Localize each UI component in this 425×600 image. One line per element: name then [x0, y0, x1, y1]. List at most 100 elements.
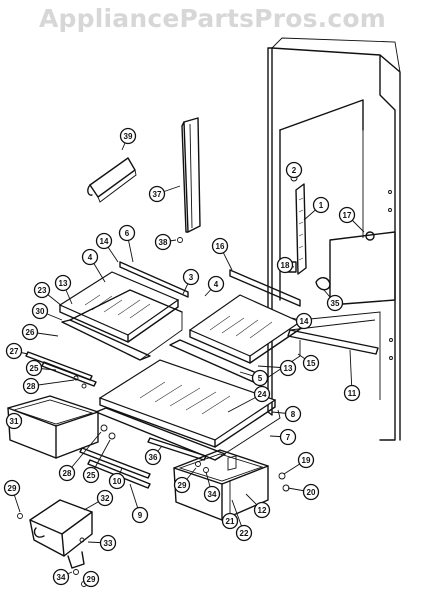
- callout-number: 15: [307, 359, 316, 368]
- callout-number: 2: [292, 166, 297, 175]
- callout-number: 25: [87, 471, 96, 480]
- callout-circle: [99, 534, 117, 552]
- callout-number: 34: [57, 573, 66, 582]
- callout-bubble-1: 1: [312, 196, 330, 214]
- callout-bubble-7: 7: [279, 428, 297, 446]
- callout-circle: [54, 274, 72, 292]
- callout-bubble-30: 30: [31, 302, 49, 320]
- callout-bubble-25: 25: [25, 359, 43, 377]
- callout-bubble-6: 6: [118, 224, 136, 242]
- crisper-cover-39: [87, 157, 137, 203]
- callout-number: 28: [63, 469, 72, 478]
- upper-left-shelf: [58, 261, 189, 361]
- callout-bubble-34: 34: [203, 485, 221, 503]
- callout-number: 10: [113, 477, 122, 486]
- callout-bubble-13: 13: [54, 274, 72, 292]
- callout-number: 11: [348, 389, 357, 398]
- callout-number: 14: [300, 317, 309, 326]
- callout-bubble-26: 26: [21, 323, 39, 341]
- callout-number: 20: [307, 488, 316, 497]
- callout-circle: [96, 489, 114, 507]
- callout-number: 4: [214, 280, 219, 289]
- crisper-pan-right: [173, 449, 290, 521]
- callout-number: 6: [125, 229, 130, 238]
- callout-circle: [221, 512, 239, 530]
- lower-rail-11: [287, 329, 379, 355]
- callout-bubble-4: 4: [81, 248, 99, 266]
- callout-number: 21: [226, 517, 235, 526]
- callout-circle: [81, 248, 99, 266]
- callout-circle: [182, 268, 200, 286]
- cabinet-liner: [267, 37, 401, 441]
- callout-number: 24: [258, 390, 267, 399]
- callout-bubble-9: 9: [131, 506, 149, 524]
- callout-circle: [5, 342, 23, 360]
- callout-number: 4: [88, 253, 93, 262]
- callout-circle: [95, 232, 113, 250]
- callout-number: 33: [104, 539, 113, 548]
- callout-bubble-18: 18: [276, 256, 294, 274]
- callout-number: 36: [149, 453, 158, 462]
- callout-circle: [279, 359, 297, 377]
- callout-number: 14: [100, 237, 109, 246]
- callout-bubble-4: 4: [207, 275, 225, 293]
- callout-circle: [297, 451, 315, 469]
- callout-number: 27: [10, 347, 19, 356]
- callout-bubble-29: 29: [3, 479, 21, 497]
- callout-circle: [235, 524, 253, 542]
- callout-circle: [312, 196, 330, 214]
- callout-circle: [25, 359, 43, 377]
- callout-number: 37: [153, 190, 162, 199]
- callout-bubble-36: 36: [144, 448, 162, 466]
- callout-circle: [154, 233, 172, 251]
- callout-number: 5: [258, 374, 263, 383]
- callout-bubble-17: 17: [338, 206, 356, 224]
- callout-number: 19: [302, 456, 311, 465]
- callout-number: 16: [216, 242, 225, 251]
- callout-layer: 3937386144313233026272528164141315511172…: [3, 127, 365, 588]
- callout-circle: [251, 369, 269, 387]
- callout-bubble-24: 24: [253, 385, 271, 403]
- callout-circle: [22, 377, 40, 395]
- callout-bubble-8: 8: [284, 405, 302, 423]
- callout-bubble-31: 31: [5, 412, 23, 430]
- callout-number: 28: [27, 382, 36, 391]
- callout-circle: [253, 385, 271, 403]
- callout-circle: [276, 256, 294, 274]
- callout-circle: [82, 466, 100, 484]
- callout-number: 23: [38, 286, 47, 295]
- callout-number: 30: [36, 307, 45, 316]
- callout-number: 31: [10, 417, 19, 426]
- callout-bubble-35: 35: [326, 294, 344, 312]
- callout-circle: [148, 185, 166, 203]
- callout-circle: [31, 302, 49, 320]
- callout-number: 38: [159, 238, 168, 247]
- callout-bubble-14: 14: [295, 312, 313, 330]
- callout-bubble-23: 23: [33, 281, 51, 299]
- callout-number: 22: [240, 529, 249, 538]
- callout-bubble-33: 33: [99, 534, 117, 552]
- callout-bubble-32: 32: [96, 489, 114, 507]
- callout-circle: [58, 464, 76, 482]
- callout-circle: [131, 506, 149, 524]
- watermark: AppliancePartsPros.com: [38, 4, 387, 33]
- callout-circle: [302, 354, 320, 372]
- callout-leader-line: [66, 431, 102, 474]
- callout-number: 3: [189, 273, 194, 282]
- callout-circle: [33, 281, 51, 299]
- callout-circle: [338, 206, 356, 224]
- shelf-support-rail: [290, 174, 307, 275]
- callout-number: 8: [291, 410, 296, 419]
- callout-bubble-34: 34: [52, 568, 70, 586]
- callout-circle: [207, 275, 225, 293]
- callout-circle: [173, 476, 191, 494]
- callout-circle: [52, 568, 70, 586]
- callout-circle: [3, 479, 21, 497]
- center-glass-shelf: [95, 359, 281, 461]
- crisper-pan-left: [7, 395, 116, 459]
- callout-circle: [253, 501, 271, 519]
- callout-bubble-13: 13: [279, 359, 297, 377]
- callout-bubble-15: 15: [302, 354, 320, 372]
- callout-bubble-39: 39: [119, 127, 137, 145]
